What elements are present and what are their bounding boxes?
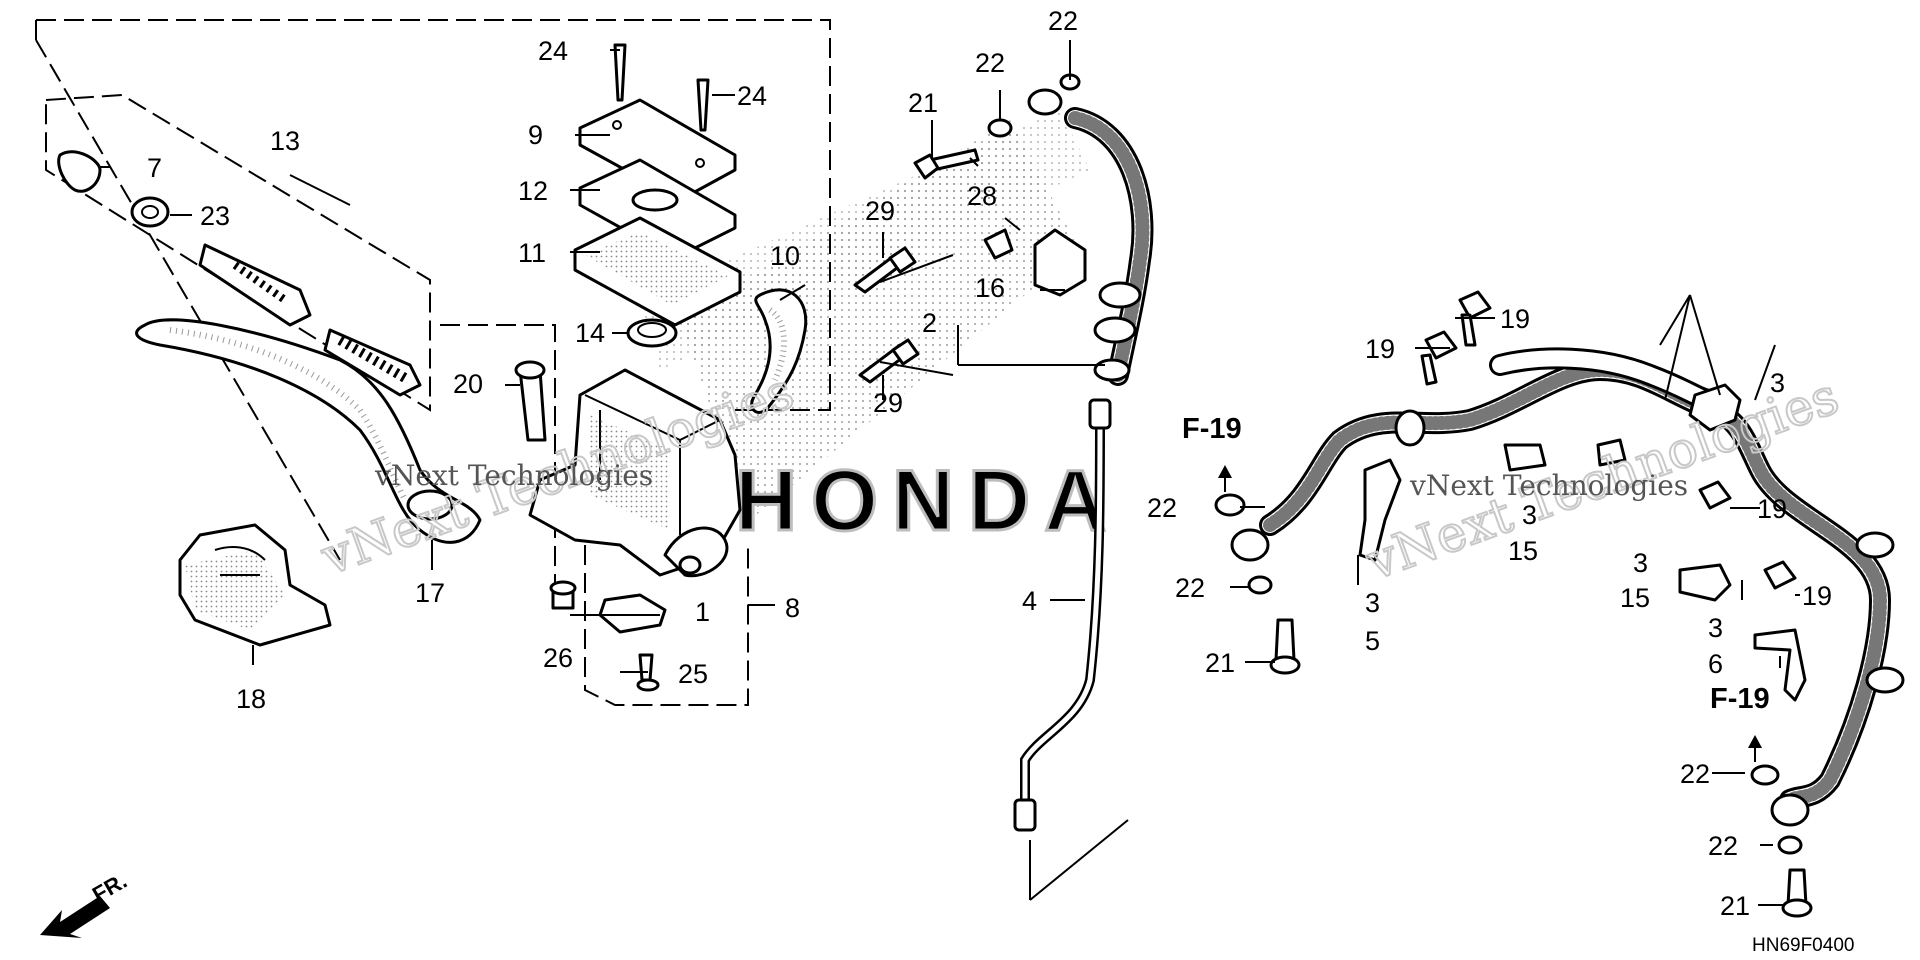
callout: 22 [1147, 493, 1177, 523]
callout: 5 [1365, 626, 1380, 656]
callout: 26 [543, 643, 573, 673]
small-hardware [514, 360, 667, 692]
diagram-code: HN69F0400 [1752, 935, 1854, 956]
piston-kit [57, 150, 422, 397]
callout: 11 [518, 238, 546, 268]
callout: 7 [147, 153, 162, 183]
callout: 21 [1720, 891, 1750, 921]
callout: 14 [575, 318, 605, 348]
ref-label-2: F-19 [1710, 683, 1770, 715]
callouts: 1 2 3 3 3 3 3 4 5 6 7 8 9 10 11 12 13 14… [147, 6, 1832, 921]
reservoir-parts [573, 43, 742, 348]
callout: 9 [528, 120, 543, 150]
callout: 29 [873, 388, 903, 418]
callout: 8 [785, 593, 800, 623]
callout: 25 [678, 659, 708, 689]
upper-hose [913, 73, 1154, 386]
ref-label-1: F-19 [1182, 413, 1242, 445]
callout: 17 [415, 578, 445, 608]
callout: 22 [1048, 6, 1078, 36]
leader-lines [100, 40, 1800, 906]
callout: 22 [1680, 759, 1710, 789]
callout: 20 [453, 369, 483, 399]
right-hardware [1214, 290, 1813, 918]
callout: 16 [975, 273, 1005, 303]
watermark-right-small: vNext Technologies [1409, 469, 1688, 502]
front-arrow-icon: FR. [40, 868, 131, 938]
callout: 22 [975, 48, 1005, 78]
callout: 18 [236, 684, 266, 714]
callout: 24 [538, 36, 568, 66]
callout: 3 [1633, 548, 1648, 578]
callout: 12 [518, 176, 548, 206]
callout: 23 [200, 201, 230, 231]
callout: 15 [1620, 583, 1650, 613]
callout: 28 [967, 181, 997, 211]
callout: 15 [1508, 536, 1538, 566]
callout: 29 [865, 196, 895, 226]
watermark-left-small: vNext Technologies [374, 459, 653, 492]
callout: 10 [770, 241, 800, 271]
callout: 19 [1365, 334, 1395, 364]
callout: 21 [908, 88, 938, 118]
background-brand-text: HONDA [735, 453, 1120, 549]
callout: 21 [1205, 648, 1235, 678]
background-brand: HONDA [640, 110, 1120, 551]
callout: 22 [1708, 831, 1738, 861]
callout: 4 [1022, 586, 1037, 616]
callout: 3 [1770, 368, 1785, 398]
callout: 1 [695, 597, 710, 627]
handle-cover [178, 523, 332, 647]
ref-arrows [1218, 465, 1762, 762]
master-cylinder-body [528, 368, 742, 578]
callout: 19 [1500, 304, 1530, 334]
brake-pipe [1013, 398, 1129, 901]
callout: 22 [1175, 573, 1205, 603]
callout: 19 [1757, 494, 1787, 524]
callout: 3 [1365, 588, 1380, 618]
callout: 3 [1522, 500, 1537, 530]
callout: 24 [737, 81, 767, 111]
callout: 3 [1708, 613, 1723, 643]
callout: 6 [1708, 649, 1723, 679]
callout: 2 [922, 308, 937, 338]
callout: 19 [1802, 581, 1832, 611]
callout: 13 [270, 126, 300, 156]
front-hoses [1230, 347, 1905, 827]
